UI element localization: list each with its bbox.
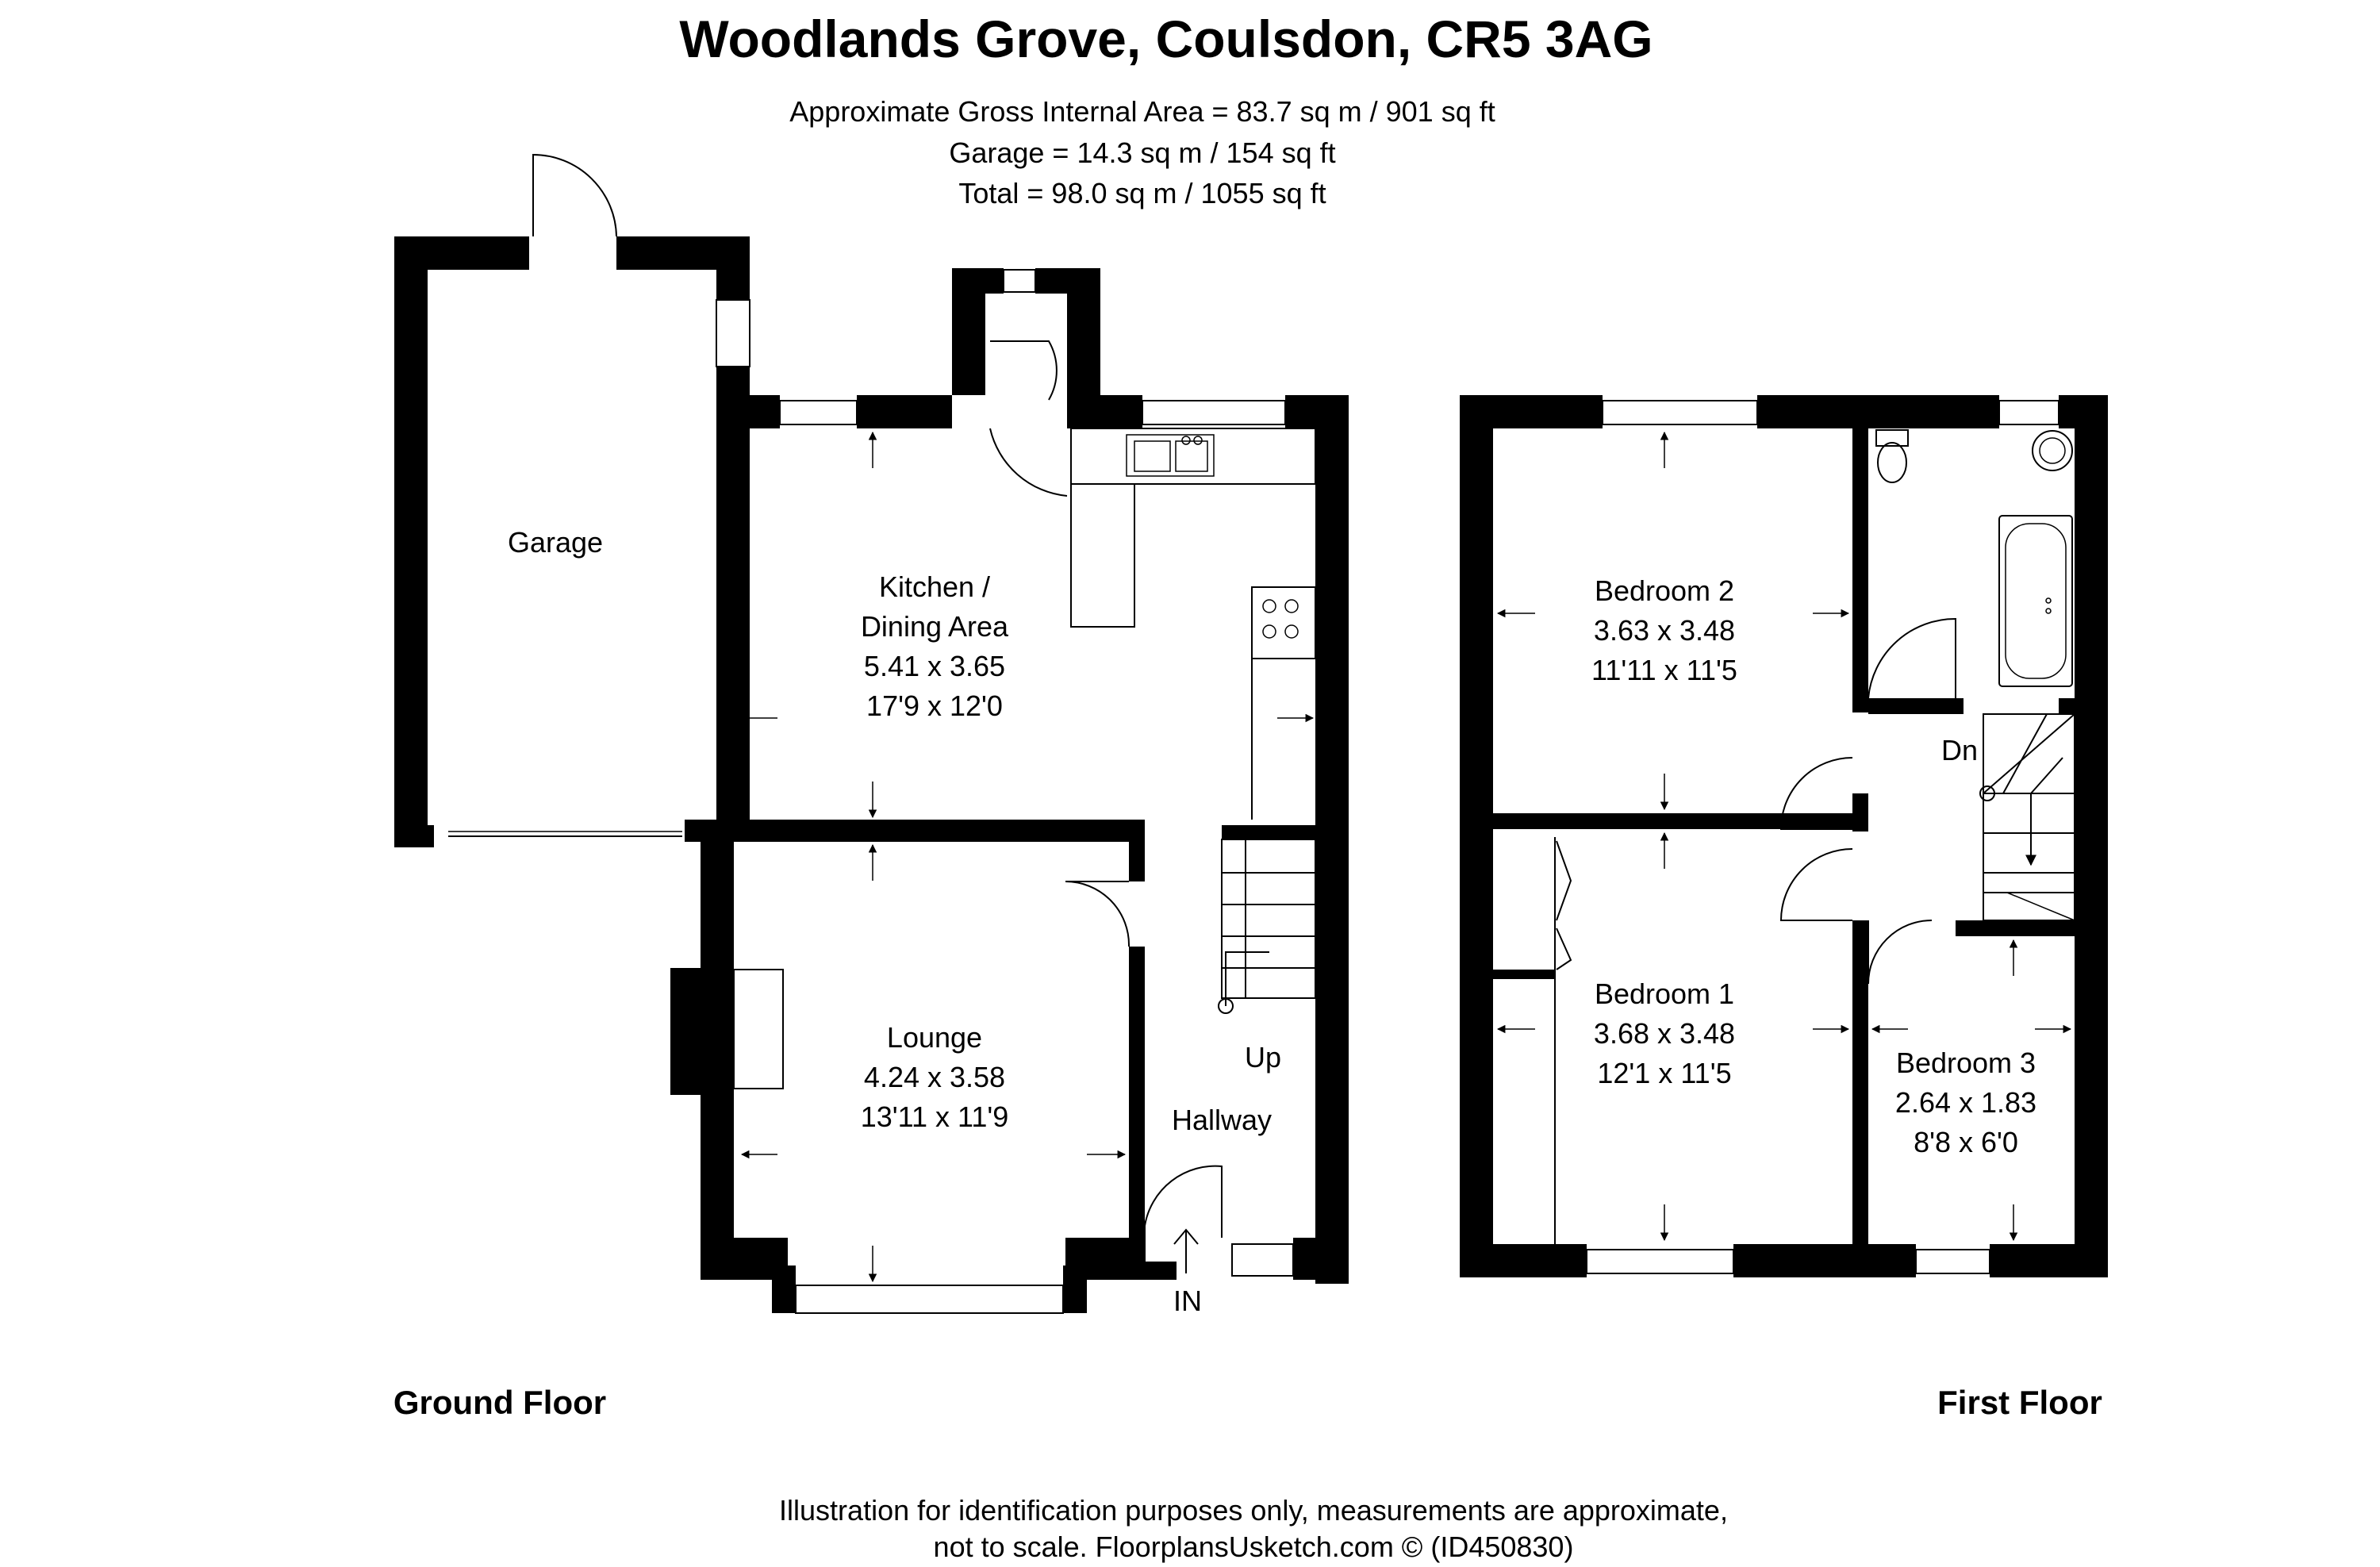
ground-floor-plan: Garage Kitchen / Dining Area 5.41 x 3.65… (394, 153, 1349, 1317)
lounge-imperial-dimensions: 13'11 x 11'9 (861, 1100, 1009, 1133)
entrance-label: IN (1173, 1285, 1202, 1317)
gross-area-line: Approximate Gross Internal Area = 83.7 s… (789, 95, 1495, 128)
bathroom-window (1998, 400, 2059, 425)
bedroom-3-window (1915, 1249, 1990, 1274)
wardrobe (1554, 837, 1572, 1244)
garage-label: Garage (508, 526, 603, 559)
bathroom-fittings (1875, 429, 2073, 687)
lounge-bay-window (795, 1285, 1064, 1314)
lounge-door-swing (1065, 881, 1130, 947)
kitchen-metric-dimensions: 5.41 x 3.65 (864, 650, 1005, 682)
first-floor-label: First Floor (1937, 1384, 2102, 1421)
stairs-down (1979, 713, 2075, 921)
bathroom-door-swing (1868, 617, 1956, 699)
bedroom-2-window (1602, 400, 1758, 425)
kitchen-label-line-2: Dining Area (861, 610, 1009, 643)
ground-floor-walls (670, 268, 1349, 1313)
bedroom-3-imperial-dimensions: 8'8 x 6'0 (1914, 1126, 2018, 1158)
kitchen-window-left (779, 400, 858, 425)
hallway-label: Hallway (1172, 1104, 1272, 1136)
bedroom-1-metric-dimensions: 3.68 x 3.48 (1594, 1017, 1735, 1050)
bedroom-2-label: Bedroom 2 (1595, 574, 1734, 607)
lounge-fireplace (733, 969, 784, 1089)
kitchen-units (1070, 428, 1316, 820)
bedroom-3-metric-dimensions: 2.64 x 1.83 (1895, 1086, 2036, 1119)
dimension-arrows-ground (740, 431, 1315, 1283)
hallway-window (1231, 1243, 1294, 1277)
bedroom-1-door-swing (1779, 848, 1853, 921)
bedroom-1-label: Bedroom 1 (1595, 977, 1734, 1010)
garage-area-line: Garage = 14.3 sq m / 154 sq ft (949, 136, 1335, 169)
kitchen-imperial-dimensions: 17'9 x 12'0 (866, 689, 1003, 722)
first-floor-walls (1460, 395, 2108, 1277)
stairs-up-label: Up (1245, 1041, 1281, 1073)
bedroom-2-metric-dimensions: 3.63 x 3.48 (1594, 614, 1735, 647)
bedroom-1-window (1586, 1249, 1734, 1274)
stairs-up (1218, 839, 1316, 1014)
bedroom-1-imperial-dimensions: 12'1 x 11'5 (1597, 1057, 1731, 1089)
bedroom-3-door-swing (1868, 920, 1933, 985)
garage-door-swing (532, 153, 617, 237)
lounge-label: Lounge (887, 1021, 982, 1054)
bedroom-2-door-swing (1779, 757, 1853, 830)
first-floor-plan: Bedroom 2 3.63 x 3.48 11'11 x 11'5 Bedro… (1460, 395, 2108, 1277)
bedroom-3-label: Bedroom 3 (1896, 1047, 2036, 1079)
stairs-down-label: Dn (1941, 734, 1978, 766)
bedroom-2-imperial-dimensions: 11'11 x 11'5 (1591, 654, 1737, 686)
kitchen-window-right (1142, 400, 1286, 425)
ground-floor-label: Ground Floor (393, 1384, 606, 1421)
entrance-arrow-icon (1173, 1228, 1199, 1273)
back-door-swing (989, 340, 1068, 497)
dimension-arrows-first (1496, 431, 2072, 1242)
utility-window (1003, 269, 1036, 293)
total-area-line: Total = 98.0 sq m / 1055 sq ft (958, 177, 1326, 209)
disclaimer-line-2: not to scale. FloorplansUsketch.com © (I… (934, 1531, 1574, 1563)
disclaimer-line-1: Illustration for identification purposes… (779, 1494, 1728, 1527)
lounge-metric-dimensions: 4.24 x 3.58 (864, 1061, 1005, 1093)
kitchen-label-line-1: Kitchen / (879, 570, 990, 603)
front-door-swing (1144, 1165, 1223, 1266)
page-title: Woodlands Grove, Coulsdon, CR5 3AG (679, 10, 1653, 68)
